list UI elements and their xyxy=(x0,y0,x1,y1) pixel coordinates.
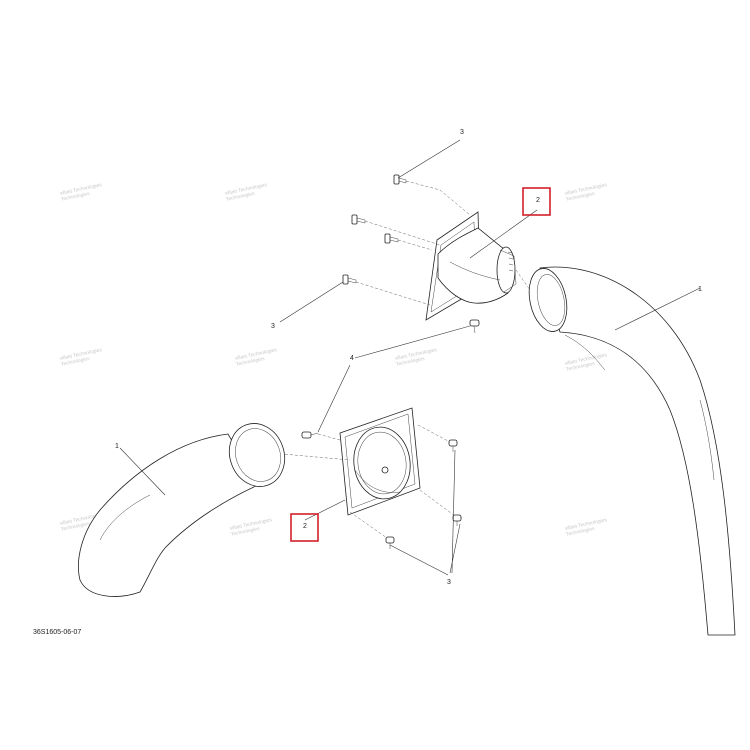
screw-icon xyxy=(351,214,366,225)
screw-icon xyxy=(342,274,357,285)
rivet-icon xyxy=(381,466,389,474)
assembly-line xyxy=(349,511,388,539)
assembly-line xyxy=(355,281,431,306)
assembly-line xyxy=(419,489,456,517)
callout-1-left: 1 xyxy=(115,443,119,450)
drawing-code: 36S1605-06-07 xyxy=(33,629,81,636)
callout-3-top: 3 xyxy=(460,129,464,136)
screw-icon xyxy=(452,514,462,526)
screw-icon xyxy=(393,174,407,185)
assembly-line xyxy=(317,433,341,441)
lower-adapter xyxy=(339,407,421,516)
callout-4: 4 xyxy=(350,355,354,362)
right-hose xyxy=(528,266,736,636)
rivet-icon xyxy=(469,319,480,334)
upper-adapter xyxy=(425,211,517,321)
screw-icon xyxy=(448,439,458,452)
rivet-icon xyxy=(301,431,319,439)
assembly-line xyxy=(364,220,441,246)
highlight-box-bottom xyxy=(290,513,319,542)
highlight-box-top xyxy=(522,187,551,216)
assembly-line xyxy=(397,239,433,251)
callout-3-bottom: 3 xyxy=(447,579,451,586)
assembly-line xyxy=(515,269,531,291)
callout-2-bottom: 2 xyxy=(303,523,307,530)
lower-screws xyxy=(301,431,462,549)
callout-2-top: 2 xyxy=(536,197,540,204)
assembly-line xyxy=(417,424,451,443)
leaders xyxy=(119,139,701,576)
screw-icon xyxy=(384,233,399,244)
screw-icon xyxy=(385,536,395,549)
left-hose xyxy=(78,423,286,597)
upper-screws xyxy=(342,174,480,334)
callout-3-left: 3 xyxy=(271,323,275,330)
callout-1-right: 1 xyxy=(698,286,702,293)
assembly-line xyxy=(405,180,471,216)
